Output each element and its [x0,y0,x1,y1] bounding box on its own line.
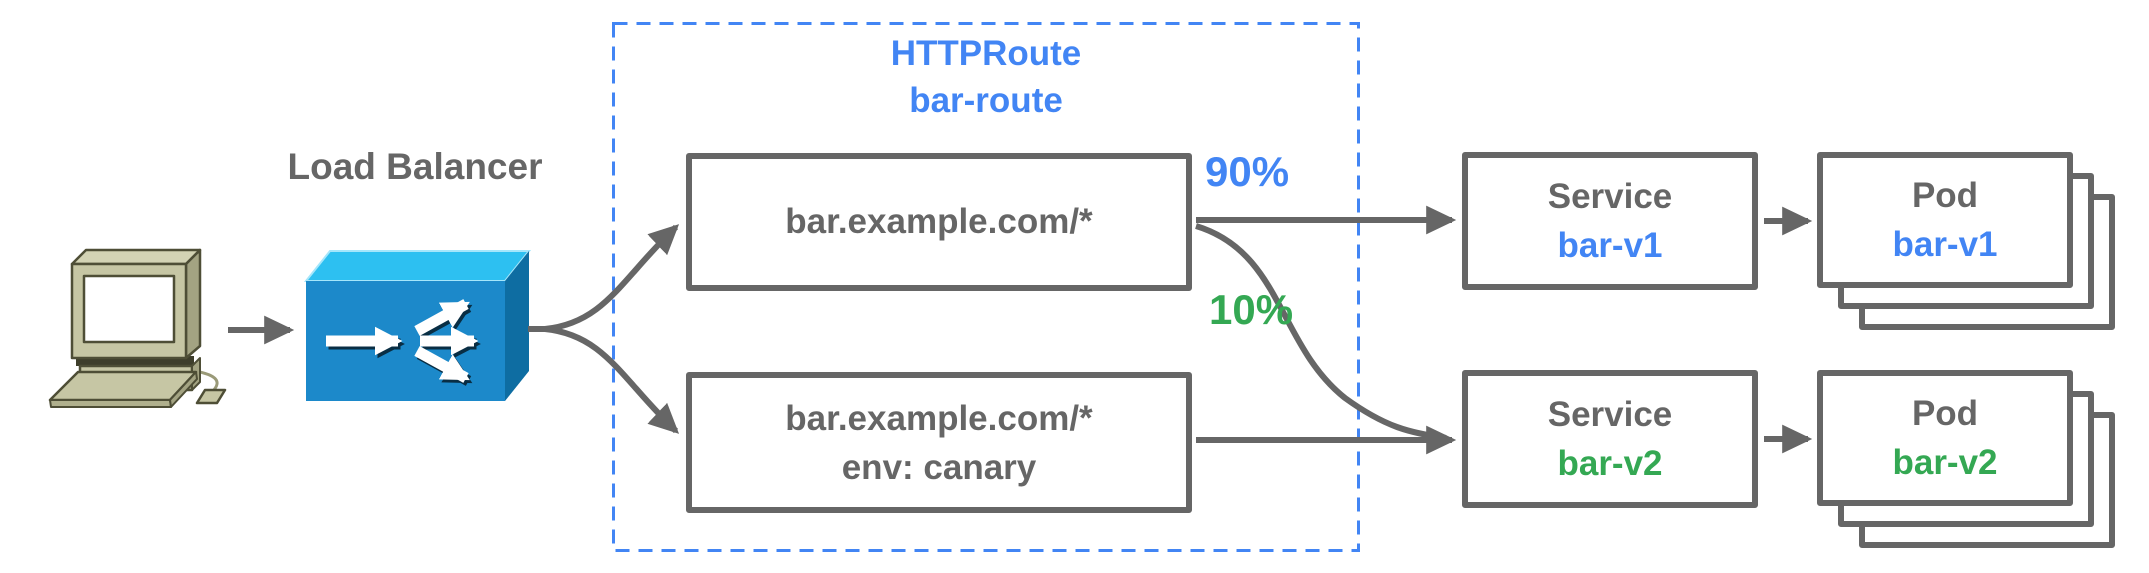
route-rule-2-match: bar.example.com/* [785,398,1093,438]
mouse [195,388,227,405]
service-name-label: bar-v1 [1557,226,1663,265]
httproute-title: HTTPRoute bar-route [612,30,1360,124]
arrow-lb-to-rule1 [544,224,680,332]
httproute-dashed-boundary [612,22,1360,552]
pod-bar-v2-text: Pod bar-v2 [1817,370,2073,506]
lb-top-face [303,250,532,282]
pod-bar-v1-text: Pod bar-v1 [1817,152,2073,288]
pod-bar-v1-box [1817,152,2073,288]
keyboard-side [169,371,198,408]
weight-label-90: 90% [1205,148,1290,195]
lb-side-face [505,251,529,401]
pod-name-label: bar-v1 [1892,225,1998,264]
arrow-rule1-to-service-v2-curve [1195,223,1447,441]
pod-kind-label: Pod [1911,176,1979,215]
pod-bar-v1-stack: Pod bar-v1 [1817,152,2115,330]
route-rule-1-match: bar.example.com/* [785,202,1093,241]
service-bar-v1-box: Service bar-v1 [1462,152,1758,290]
route-rule-2-header-match: env: canary [841,447,1037,487]
service-kind-label: Service [1547,395,1673,434]
httproute-kind: HTTPRoute [890,34,1082,73]
pod-name-label: bar-v2 [1892,443,1998,482]
load-balancer-label: Load Balancer [287,146,543,187]
keyboard-front [49,399,172,408]
service-name-label: bar-v2 [1557,444,1663,483]
monitor-side [184,248,202,360]
monitor-base-shadow [76,356,194,366]
pod-bar-v2-stack: Pod bar-v2 [1817,370,2115,548]
httproute-name: bar-route [909,81,1063,120]
service-bar-v2-box: Service bar-v2 [1462,370,1758,508]
pod-kind-label: Pod [1911,394,1979,433]
lb-split-arrows [528,224,680,434]
monitor-screen [82,274,176,344]
lb-fanout-arrows [326,299,479,383]
service-kind-label: Service [1547,177,1673,216]
pod-bar-v2-box [1817,370,2073,506]
route-rule-1-box: bar.example.com/* [686,153,1192,291]
load-balancer-fanout-icon [303,250,532,401]
desktop-computer-icon [48,248,227,408]
arrow-lb-to-rule2 [544,326,680,434]
monitor-top [70,248,202,266]
weight-label-10: 10% [1209,286,1294,333]
route-rule-2-box: bar.example.com/* env: canary [686,372,1192,513]
